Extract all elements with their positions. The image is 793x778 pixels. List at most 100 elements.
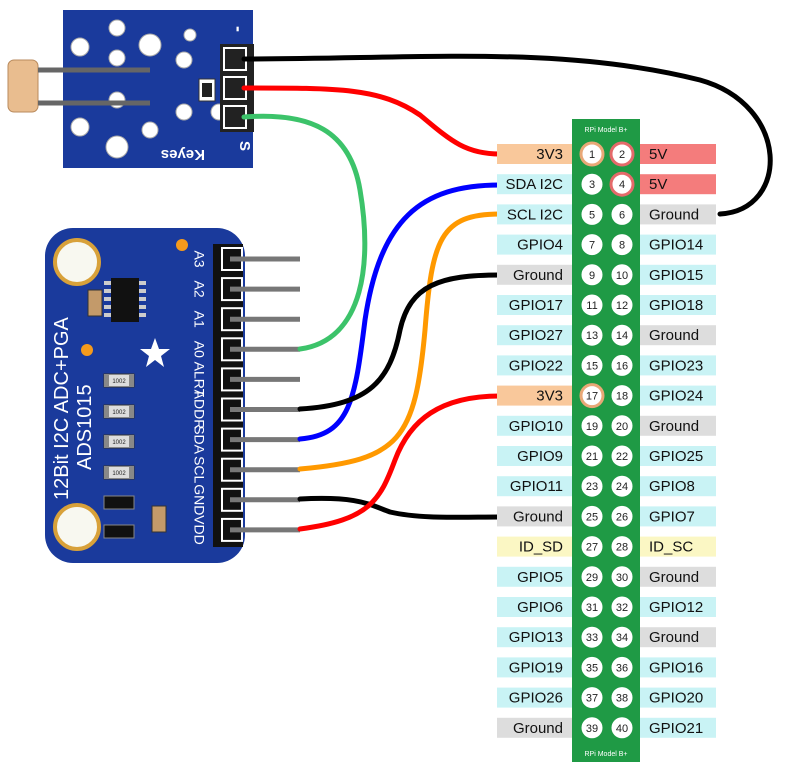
rpi-pin-26 [610, 504, 634, 528]
rpi-pin-16 [610, 353, 634, 377]
rpi-label-bg [640, 295, 716, 315]
rpi-pin-label: GPIO27 [509, 327, 563, 344]
rpi-pin-32 [610, 595, 634, 619]
smd-resistor-body [202, 83, 212, 97]
rpi-label-bg [497, 566, 572, 587]
adc-chip [104, 278, 146, 322]
ads-pin-addr: ADDR [191, 390, 300, 429]
rpi-label-bg [640, 144, 716, 164]
rpi-pin-label: GPIO8 [649, 478, 695, 495]
rpi-label-bg [640, 476, 716, 497]
rpi-label-bg [497, 264, 572, 285]
rpi-pin-label: GPIO26 [509, 690, 563, 707]
rpi-pin-number: 36 [616, 662, 628, 674]
rpi-label-bg [640, 415, 716, 436]
rpi-pin-23 [580, 474, 604, 498]
rpi-label-bg [497, 446, 572, 466]
rpi-pin-number: 11 [586, 300, 597, 312]
rpi-pin-29 [580, 565, 604, 589]
diode [103, 495, 135, 510]
rpi-label-bg [497, 144, 572, 164]
rpi-pin-number: 27 [586, 542, 598, 554]
rpi-label-bg [497, 627, 572, 648]
rpi-pin-label: Ground [649, 629, 699, 646]
rpi-pin-number: 29 [586, 572, 598, 584]
ads-pin-a1: A1 [191, 307, 300, 332]
ads-pin-label: SDA [191, 425, 207, 454]
mount-hole [53, 238, 101, 286]
wire-green-sensor-signal [241, 113, 368, 352]
rpi-model-label-bottom: RPi Model B+ [585, 751, 628, 758]
rpi-pin-label: GPIO5 [517, 569, 563, 586]
rpi-label-bg [640, 204, 716, 225]
diode [103, 524, 135, 539]
rpi-pin-24 [610, 474, 634, 498]
rpi-pin-number: 8 [619, 240, 625, 252]
rpi-pin-label: GPIO22 [509, 357, 563, 374]
rpi-label-bg [497, 295, 572, 315]
rpi-pin-number: 35 [586, 662, 598, 674]
rpi-pin-1 [579, 141, 605, 167]
rpi-pin-label: GPIO11 [510, 478, 563, 495]
wire-black-gnd [297, 495, 503, 520]
rpi-pin-3 [580, 172, 604, 196]
ads-title-line1: 12Bit I2C ADC+PGA [51, 316, 73, 500]
rpi-pin-label: GPIO17 [509, 297, 563, 314]
rpi-label-bg [497, 325, 572, 346]
svg-text:1002: 1002 [112, 440, 126, 446]
rpi-pin-25 [580, 504, 604, 528]
rpi-pin-number: 25 [586, 511, 598, 523]
rpi-label-bg [640, 506, 716, 527]
rpi-pin-number: 40 [616, 723, 628, 735]
solder-pad [108, 19, 126, 37]
rpi-label-bg [640, 355, 716, 376]
rpi-pin-label: 5V [649, 146, 667, 163]
rpi-pin-label: 5V [649, 176, 667, 193]
rpi-pin-15 [580, 353, 604, 377]
rpi-pin-9 [580, 263, 604, 287]
ads-pin-label: SCL [191, 456, 207, 483]
rpi-label-bg [640, 687, 716, 708]
mount-hole [105, 135, 129, 159]
rpi-label-bg [497, 597, 572, 617]
rpi-pin-number: 10 [616, 270, 628, 282]
wire-black-sensor-gnd [241, 53, 773, 217]
rpi-pin-number: 6 [619, 209, 625, 221]
ads-title-line2: ADS1015 [74, 384, 96, 470]
rpi-label-bg [497, 536, 572, 557]
rpi-pin-number: 37 [586, 693, 598, 705]
wire-red-sensor-vcc [241, 85, 503, 157]
rpi-pin-number: 31 [586, 602, 598, 614]
rpi-pin-label: GPIO6 [517, 599, 563, 616]
rpi-pin-22 [610, 444, 634, 468]
mount-hole [138, 33, 162, 57]
rpi-pin-label: GPIO25 [649, 448, 703, 465]
rpi-pin-number: 24 [616, 481, 628, 493]
rpi-label-bg [640, 446, 716, 466]
ads-header [213, 244, 243, 547]
rpi-pin-label: Ground [649, 206, 699, 223]
ads-pin-alrt: ALRT [191, 362, 300, 398]
rpi-pin-number: 5 [589, 209, 595, 221]
capacitor [151, 505, 167, 533]
rpi-pin-12 [610, 293, 634, 317]
smd-resistor: 1002 [103, 434, 135, 449]
rpi-pin-number: 20 [616, 421, 628, 433]
rpi-pin-5 [580, 202, 604, 226]
rpi-pin-7 [580, 233, 604, 257]
ads-pin-label: A3 [191, 250, 207, 267]
rpi-pin-number: 16 [616, 360, 628, 372]
photoresistor-body [7, 59, 39, 113]
rpi-pin-19 [580, 414, 604, 438]
rpi-pin-39 [580, 716, 604, 740]
ads-pin-label: ALRT [191, 362, 207, 398]
rpi-pin-21 [580, 444, 604, 468]
rpi-pin-label: GPIO15 [649, 267, 703, 284]
